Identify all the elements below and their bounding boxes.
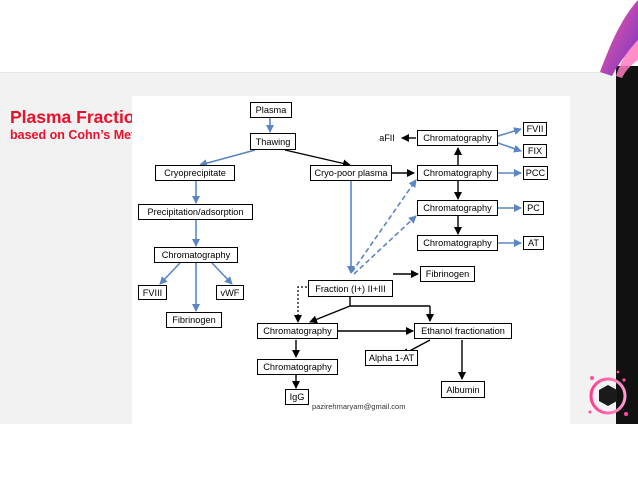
node-albumin: Albumin [441,381,485,398]
node-fraction: Fraction (I+) II+III [308,280,393,297]
node-precipitation-adsorption: Precipitation/adsorption [138,204,253,220]
swoosh-top-icon [600,0,638,76]
node-chromatography-r1: Chromatography [417,130,498,146]
hexagon-icon [599,385,617,406]
node-pcc: PCC [523,166,548,180]
arrow-chromatography-vwf [211,262,233,285]
node-at: AT [523,236,544,250]
arrow-thawing-cryopoor [284,149,351,168]
node-thawing: Thawing [250,133,296,150]
node-vwf: vWF [216,285,244,300]
ring-icon [589,377,627,415]
node-chromatography-left: Chromatography [154,247,238,263]
dotted-fraction-left [294,286,307,323]
arrow-thawing-cryoprecipitate [199,149,256,168]
band-divider [0,72,638,73]
node-chromatography-m1: Chromatography [257,323,338,339]
node-alpha1-at: Alpha 1-AT [365,350,418,366]
slide-subtitle: based on Cohn’s Method [10,128,159,142]
node-chromatography-r4: Chromatography [417,235,498,251]
node-fix: FIX [523,144,547,158]
right-edge-strip [616,66,638,424]
node-chromatography-r2: Chromatography [417,165,498,181]
dashed-fraction-r3 [353,215,417,275]
node-fibrinogen-mid: Fibrinogen [420,266,475,282]
arrow-chromatography-fviii [159,262,181,285]
node-cryoprecipitate: Cryoprecipitate [155,165,235,181]
node-fibrinogen-left: Fibrinogen [166,312,222,328]
node-afii: aFII [379,133,395,143]
node-igg: IgG [285,389,309,405]
dashed-fraction-r2 [351,179,417,273]
node-fvii: FVII [523,122,547,136]
node-ethanol-fractionation: Ethanol fractionation [414,323,512,339]
node-chromatography-m2: Chromatography [257,359,338,375]
author-email: pazirehmaryam@gmail.com [312,402,406,411]
decorative-graphics [588,0,638,416]
node-plasma: Plasma [250,102,292,118]
arrow-split-chromatography [309,305,351,324]
node-cryo-poor-plasma: Cryo-poor plasma [310,165,392,181]
arrow-r1-fix [497,142,522,153]
node-pc: PC [523,201,544,215]
node-fviii: FVIII [138,285,167,300]
node-chromatography-r3: Chromatography [417,200,498,216]
arrow-r1-fvii [497,127,522,137]
